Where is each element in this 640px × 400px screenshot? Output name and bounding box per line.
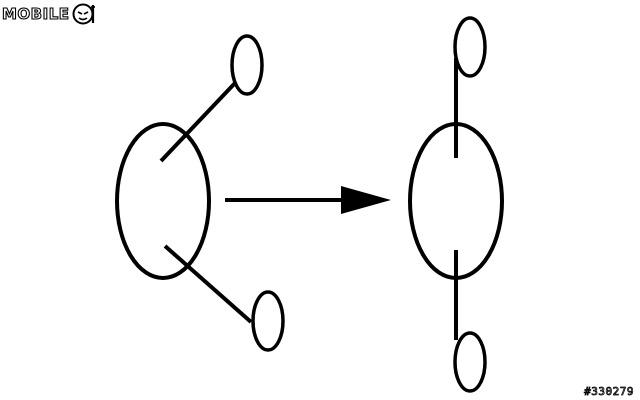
transition-arrow [225,186,391,214]
right-molecule [408,16,504,393]
mobile01-logo: MOBILE [1,1,98,27]
left-upper-small-ellipse [230,34,264,96]
right-lower-small-ellipse [453,331,487,393]
left-lower-small-ellipse [251,290,285,352]
left-upper-bond [159,80,238,163]
logo-text: MOBILE [1,4,70,23]
arrow-head [341,186,391,214]
right-upper-small-ellipse [453,16,487,78]
left-central-ellipse [115,122,211,280]
post-id-watermark: #330279 [584,385,634,399]
left-lower-bond [163,244,253,324]
left-molecule [115,34,285,352]
logo-face-icon [72,3,95,25]
